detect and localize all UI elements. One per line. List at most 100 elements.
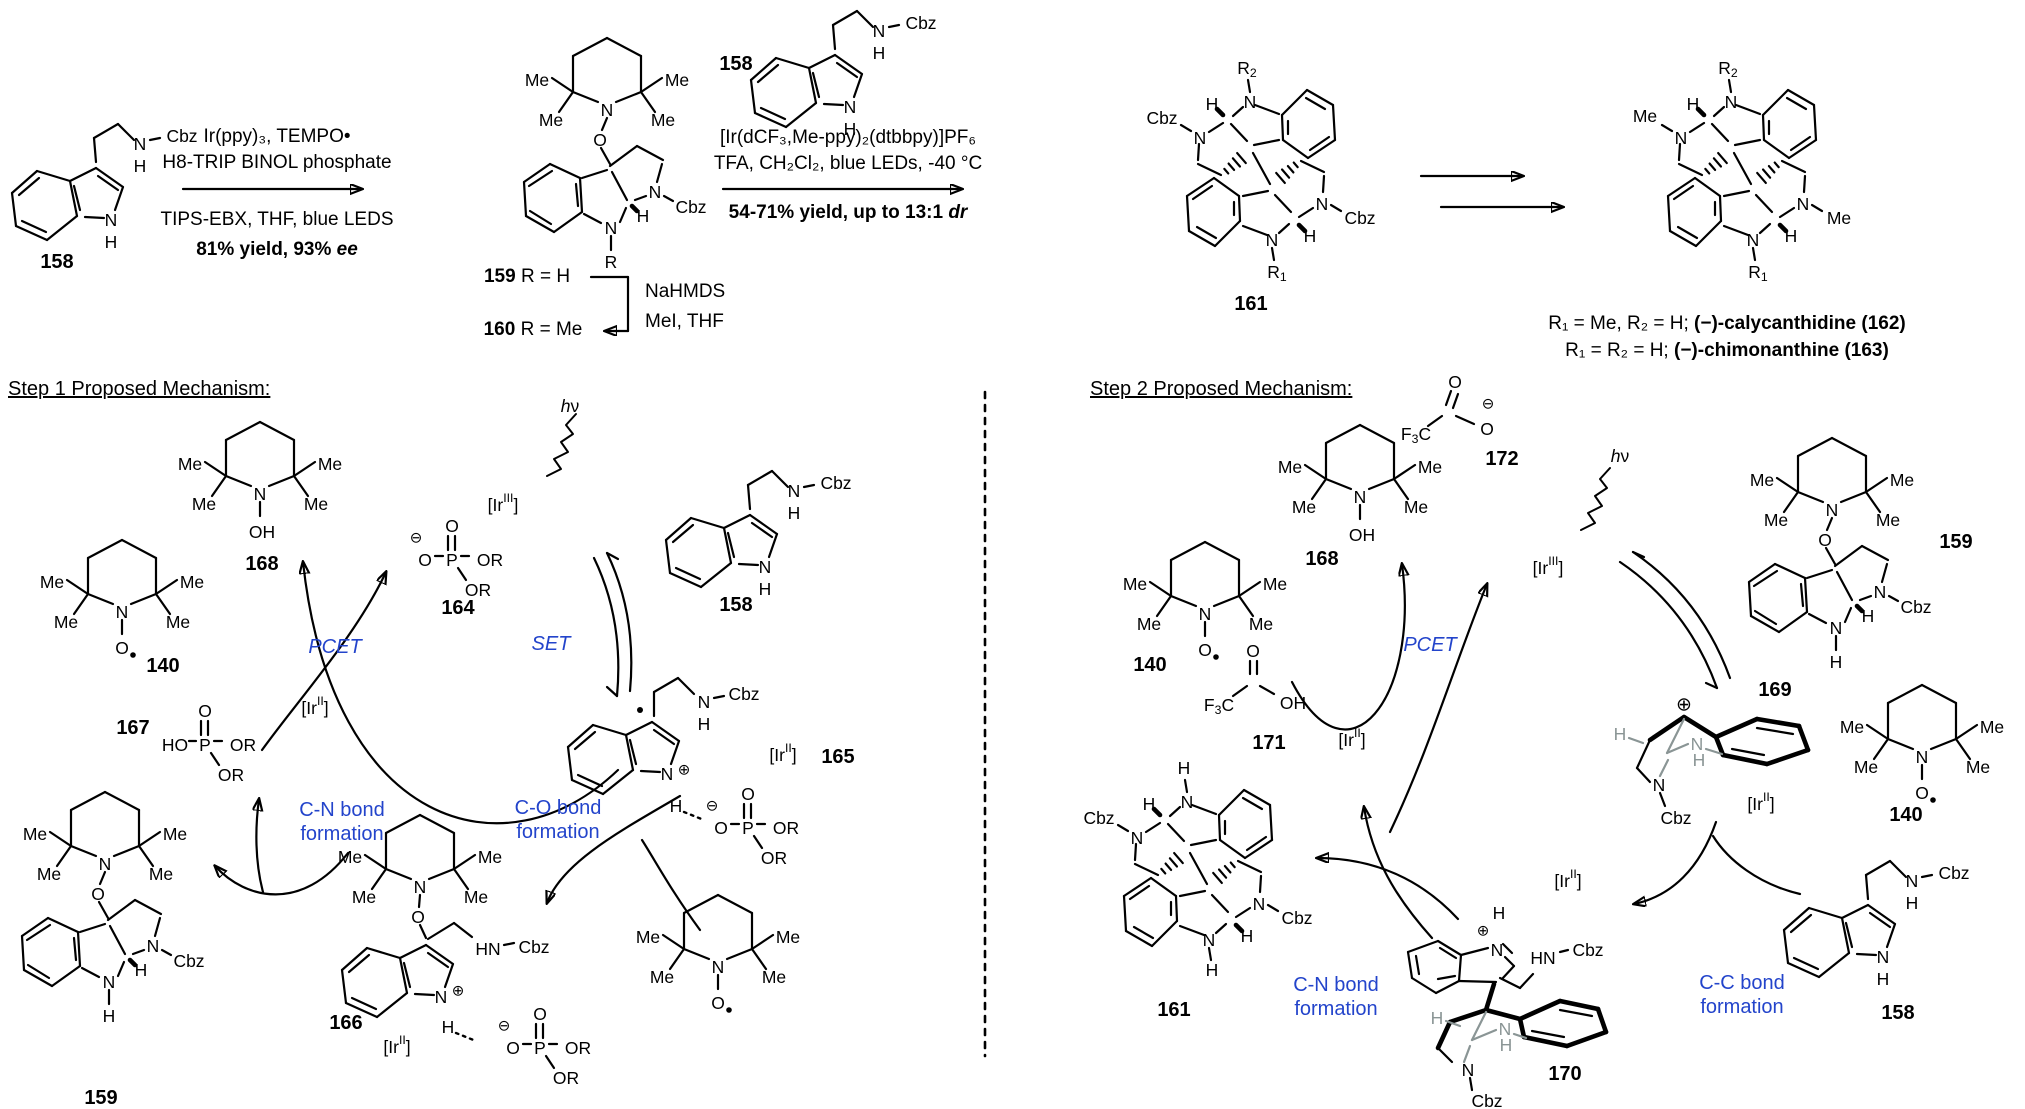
atom-label: N — [1199, 604, 1212, 624]
bond — [1713, 734, 1726, 758]
ir2-mech1-a: [IrII] — [301, 694, 328, 718]
bond — [1647, 714, 1687, 743]
atom-label: OH — [1349, 525, 1375, 545]
bond — [1722, 189, 1751, 198]
atom-label: OR — [773, 818, 799, 838]
bond — [580, 168, 609, 180]
atom-label: H — [1431, 1008, 1444, 1028]
atom-label: H — [670, 796, 683, 816]
atom-label: Me — [192, 494, 216, 514]
bond — [1246, 78, 1252, 94]
atom-label: N — [105, 210, 118, 230]
bond — [1210, 893, 1230, 914]
label-166: 166 — [329, 1012, 362, 1034]
bond — [103, 790, 141, 812]
atom-label: Me — [1137, 614, 1161, 634]
bond — [1777, 610, 1809, 634]
bond — [1483, 1007, 1523, 1022]
bond — [1753, 609, 1778, 626]
atom-label: N — [1354, 487, 1367, 507]
radical-dot — [1213, 654, 1219, 660]
bond — [1185, 194, 1191, 233]
bond — [35, 169, 72, 183]
atom-label: Me — [180, 572, 204, 592]
bond — [1635, 766, 1652, 784]
bond — [224, 420, 262, 442]
bond — [887, 23, 901, 29]
label-158-topmid: 158 — [719, 53, 752, 75]
atom-label: Me — [762, 967, 786, 987]
atom-label: Cbz — [820, 473, 851, 493]
bond — [1782, 928, 1790, 965]
bond — [1277, 222, 1291, 235]
atom-label: ⊖ — [706, 798, 719, 815]
bond — [1518, 972, 1535, 990]
bond — [759, 106, 787, 121]
bond — [1207, 946, 1213, 962]
bond — [1864, 873, 1870, 901]
bond — [1236, 859, 1263, 874]
bond — [682, 947, 711, 961]
atom-label: Me — [338, 847, 362, 867]
bond — [1331, 103, 1337, 142]
bond — [131, 948, 146, 956]
bond — [1521, 1034, 1570, 1049]
bond — [1258, 684, 1276, 696]
bond — [774, 56, 811, 70]
bond — [1762, 138, 1791, 160]
bond — [25, 923, 52, 942]
atom-label: OR — [230, 735, 256, 755]
step2-mechanism-header: Step 2 Proposed Mechanism: — [1090, 378, 1353, 400]
bond — [676, 676, 696, 696]
bond — [1666, 176, 1697, 198]
bond — [17, 176, 41, 197]
atom-label: Cbz — [1281, 908, 1312, 928]
bond — [1872, 737, 1890, 761]
bond — [831, 9, 859, 27]
bond — [1217, 813, 1222, 842]
bond — [1321, 174, 1326, 194]
arrow — [260, 572, 386, 752]
bond — [1280, 113, 1285, 142]
bond — [452, 921, 474, 939]
bond — [1185, 176, 1216, 198]
bond — [1214, 922, 1228, 935]
bond — [1787, 138, 1818, 160]
atom-label: Me — [304, 494, 328, 514]
bond — [1665, 742, 1690, 755]
bond — [716, 893, 754, 915]
bond — [1713, 716, 1760, 740]
yield2-dr: dr — [948, 202, 968, 223]
atom-label: N — [759, 557, 772, 577]
bond — [669, 739, 681, 766]
atom-label: Cbz — [728, 684, 759, 704]
bond — [1470, 1010, 1488, 1042]
atom-label: N — [134, 134, 147, 154]
bond — [1789, 135, 1812, 152]
conditions1-line1: Ir(ppy)₃, TEMPO• — [203, 126, 351, 147]
bond — [350, 996, 378, 1011]
bond — [10, 169, 39, 195]
bond — [1231, 105, 1245, 118]
bond — [1299, 159, 1326, 174]
hv-mech1: hν — [561, 396, 580, 416]
bond — [1253, 103, 1281, 116]
atom-label: H — [1178, 758, 1191, 778]
bond — [1392, 463, 1417, 481]
atom-label: N — [1316, 194, 1329, 214]
label-140-mech2-left: 140 — [1133, 654, 1166, 676]
atom-label: P — [446, 550, 458, 570]
atom-label: N — [1874, 582, 1887, 602]
bond — [664, 538, 672, 575]
bond — [1773, 562, 1807, 580]
label-168-mech1: 168 — [245, 553, 278, 575]
atom-label: Cbz — [1900, 597, 1931, 617]
bond — [129, 592, 158, 606]
bond — [153, 916, 162, 938]
curve — [1631, 550, 1732, 680]
label-160-R-Me: 160 R = Me — [484, 319, 583, 341]
